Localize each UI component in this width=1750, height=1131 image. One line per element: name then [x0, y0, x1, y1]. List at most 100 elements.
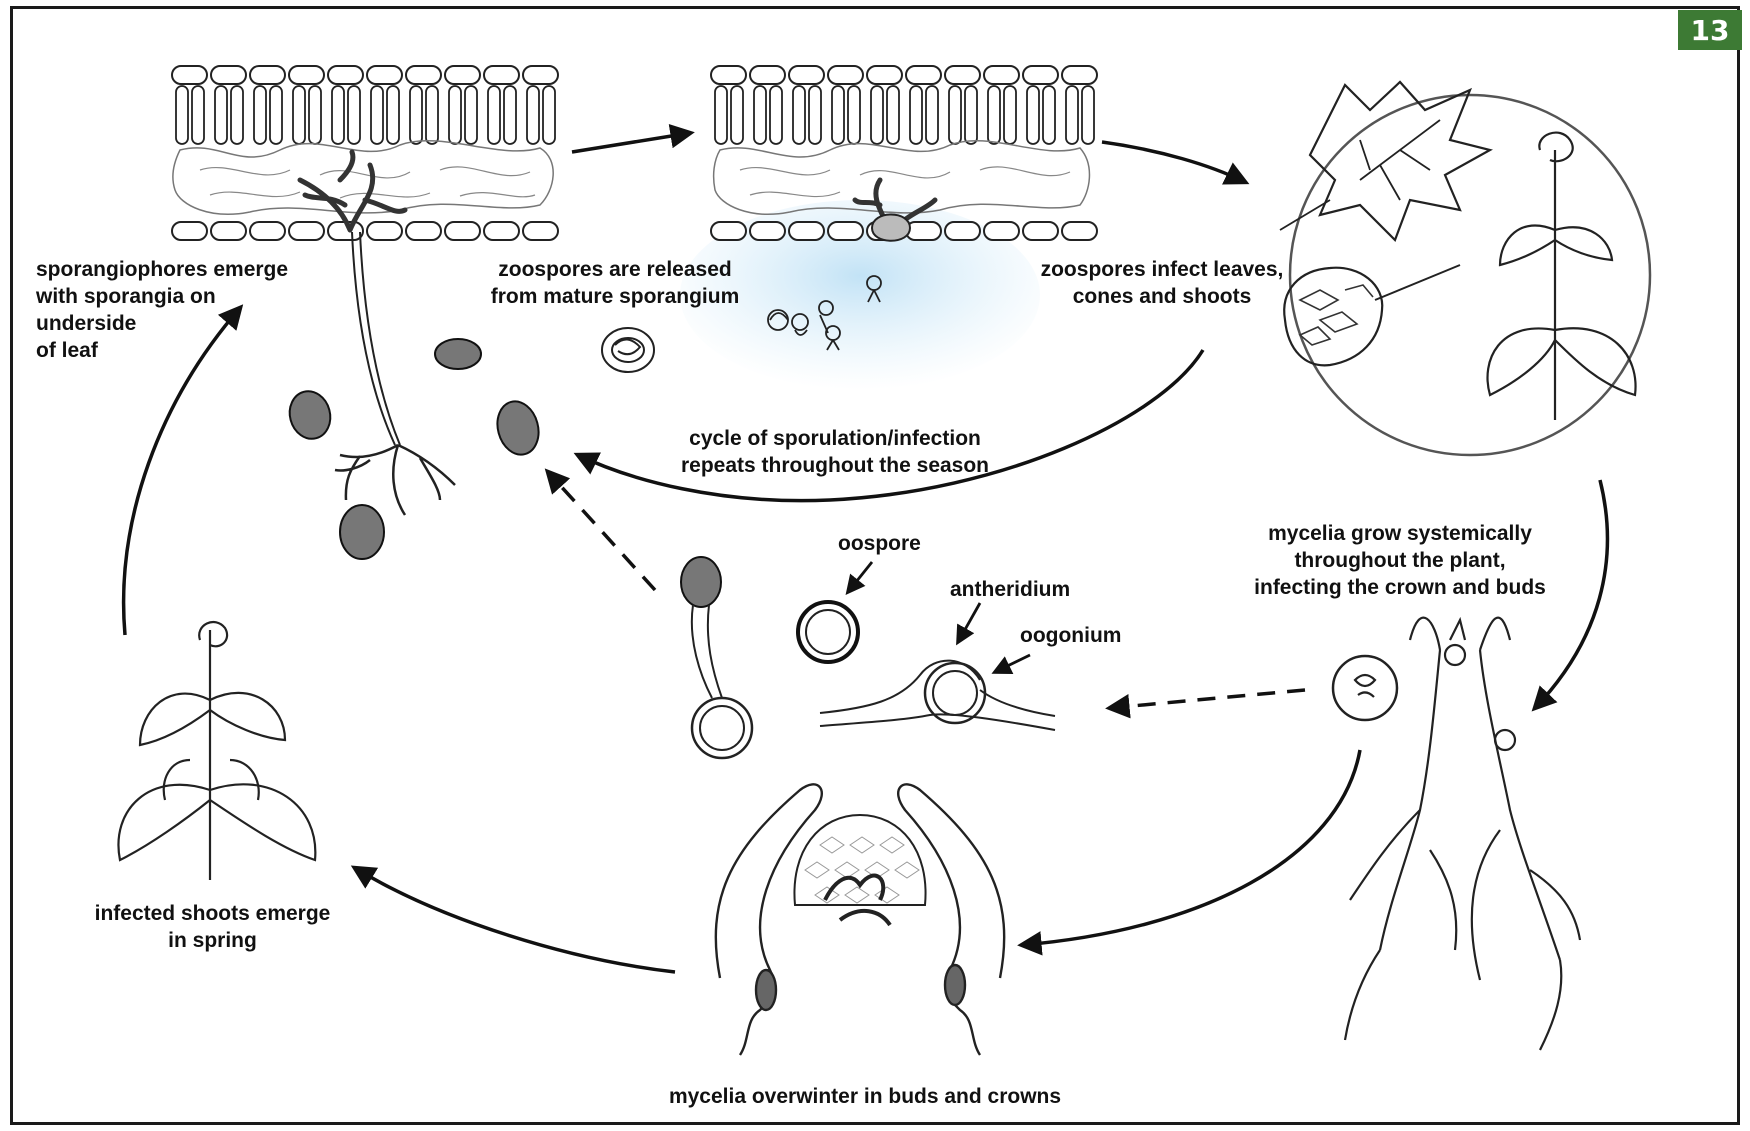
palisade-cell	[504, 86, 516, 144]
leaf-cross-section-2	[602, 66, 1097, 390]
antheridium-hypha	[820, 661, 1055, 730]
epidermis-cell	[984, 222, 1019, 240]
palisade-cell	[715, 86, 727, 144]
dashed-arrow-to-oogonium	[1110, 690, 1305, 708]
epidermis-cell	[750, 66, 785, 84]
label-mycelia-grow: mycelia grow systemically throughout the…	[1225, 520, 1575, 601]
epidermis-cell	[250, 222, 285, 240]
palisade-cell	[809, 86, 821, 144]
epidermis-cell	[711, 222, 746, 240]
epidermis-cell	[367, 222, 402, 240]
palisade-cell	[965, 86, 977, 144]
label-oospore: oospore	[838, 530, 921, 557]
epidermis-cell	[867, 66, 902, 84]
palisade-cell	[387, 86, 399, 144]
arrow-to-cross-section-2	[572, 133, 690, 152]
dashed-arrow-to-sporangia	[548, 472, 655, 590]
palisade-cell	[176, 86, 188, 144]
epidermis-cell	[250, 66, 285, 84]
epidermis-cell	[172, 222, 207, 240]
palisade-cell	[754, 86, 766, 144]
arrow-to-antheridium	[958, 603, 980, 642]
palisade-cell	[527, 86, 539, 144]
palisade-cell	[832, 86, 844, 144]
palisade-cell	[231, 86, 243, 144]
epidermis-cell	[711, 66, 746, 84]
epidermis-cell	[828, 222, 863, 240]
palisade-cell	[871, 86, 883, 144]
epidermis-cell	[445, 222, 480, 240]
mycelium-in-leaf	[300, 152, 405, 230]
palisade-cell	[348, 86, 360, 144]
epidermis-cell	[906, 66, 941, 84]
epidermis-cell	[328, 66, 363, 84]
epidermis-cell	[1062, 222, 1097, 240]
epidermis-cell	[523, 222, 558, 240]
epidermis-cell	[1023, 66, 1058, 84]
label-overwinter: mycelia overwinter in buds and crowns	[600, 1083, 1130, 1110]
palisade-cell	[848, 86, 860, 144]
arrow-to-inset	[1102, 142, 1245, 182]
leaf-icon	[1310, 82, 1490, 240]
palisade-cell	[1066, 86, 1078, 144]
bud-cross-section	[716, 784, 1004, 1055]
palisade-cell	[793, 86, 805, 144]
palisade-cell	[887, 86, 899, 144]
palisade-cell	[543, 86, 555, 144]
palisade-cell	[770, 86, 782, 144]
mature-sporangium	[872, 215, 910, 241]
empty-sporangium	[602, 328, 654, 372]
epidermis-cell	[750, 222, 785, 240]
bud	[1445, 645, 1465, 665]
epidermis-cell	[484, 66, 519, 84]
palisade-cell	[465, 86, 477, 144]
palisade-cell	[488, 86, 500, 144]
palisade-cell	[988, 86, 1000, 144]
palisade-cell	[1027, 86, 1039, 144]
palisade-cell	[215, 86, 227, 144]
epidermis-cell	[906, 222, 941, 240]
bud	[1495, 730, 1515, 750]
label-zoospores-released: zoospores are released from mature spora…	[470, 256, 760, 310]
label-zoospores-infect: zoospores infect leaves, cones and shoot…	[1012, 256, 1312, 310]
epidermis-cell	[945, 222, 980, 240]
arrow-to-oogonium	[995, 655, 1030, 672]
arrow-to-bud	[1022, 750, 1360, 945]
epidermis-cell	[945, 66, 980, 84]
sporangium	[435, 339, 481, 369]
label-cycle-repeats: cycle of sporulation/infection repeats t…	[655, 425, 1015, 479]
sporangium	[340, 505, 384, 559]
palisade-cell	[293, 86, 305, 144]
epidermis-cell	[211, 66, 246, 84]
palisade-cell	[309, 86, 321, 144]
palisade-cell	[270, 86, 282, 144]
arrow-to-shoot	[355, 868, 675, 972]
palisade-cell	[410, 86, 422, 144]
epidermis-cell	[289, 222, 324, 240]
epidermis-cell	[789, 222, 824, 240]
crown-and-roots	[1333, 618, 1580, 1050]
epidermis-cell	[211, 222, 246, 240]
palisade-cell	[949, 86, 961, 144]
palisade-cell	[332, 86, 344, 144]
arrow-to-oospore	[848, 562, 872, 592]
epidermis-cell	[828, 66, 863, 84]
epidermis-cell	[406, 222, 441, 240]
epidermis-cell	[172, 66, 207, 84]
palisade-cell	[426, 86, 438, 144]
palisade-cell	[926, 86, 938, 144]
palisade-cell	[731, 86, 743, 144]
epidermis-cell	[445, 66, 480, 84]
palisade-cell	[371, 86, 383, 144]
label-sporangiophores: sporangiophores emerge with sporangia on…	[36, 256, 288, 364]
shoot-icon	[1488, 133, 1636, 420]
palisade-cell	[1043, 86, 1055, 144]
epidermis-cell	[289, 66, 324, 84]
epidermis-cell	[984, 66, 1019, 84]
epidermis-cell	[1062, 66, 1097, 84]
sporangium	[284, 387, 335, 444]
epidermis-cell	[406, 66, 441, 84]
label-infected-shoots: infected shoots emerge in spring	[75, 900, 350, 954]
epidermis-cell	[523, 66, 558, 84]
label-oogonium: oogonium	[1020, 622, 1121, 649]
